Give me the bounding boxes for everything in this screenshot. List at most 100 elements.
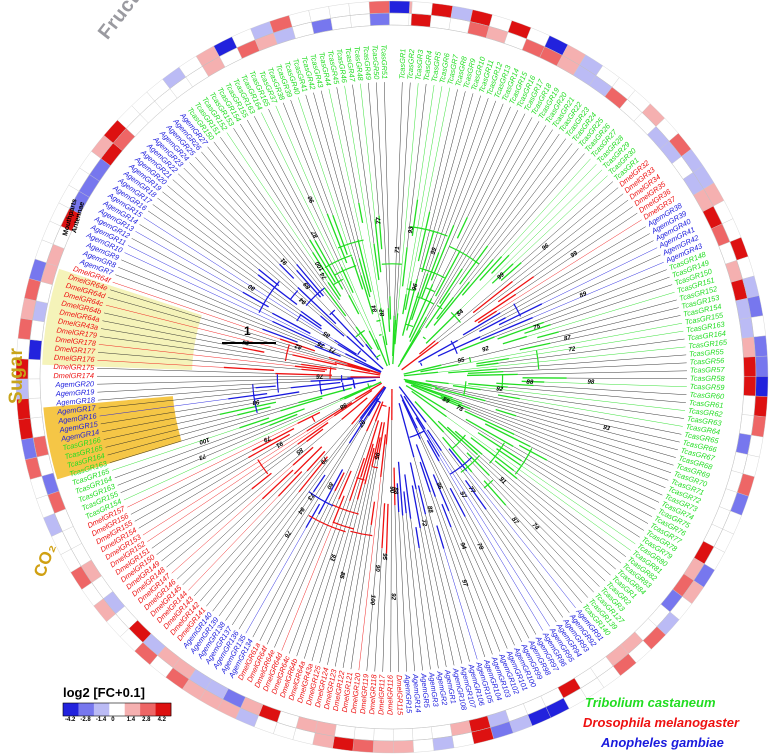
tree-internal-branch xyxy=(290,381,341,389)
heatmap-cell xyxy=(27,378,41,399)
bootstrap-value: 72 xyxy=(420,519,428,528)
bootstrap-value: 72 xyxy=(568,345,576,353)
tree-internal-branch xyxy=(334,362,371,373)
tree-tip-branch xyxy=(425,422,570,613)
tip-label: TcasGR4 xyxy=(421,50,433,81)
tree-node-arc xyxy=(337,239,364,249)
tree-internal-branch xyxy=(472,281,513,314)
tip-label: TcasGR51 xyxy=(379,44,389,79)
tree-internal-branch xyxy=(375,339,388,367)
tip-label: TcasGR62 xyxy=(688,406,723,419)
tree-internal-branch xyxy=(354,382,383,400)
tree-node-arc xyxy=(311,416,316,422)
tree-internal-branch xyxy=(491,263,514,284)
tree-internal-branch xyxy=(425,292,451,329)
bootstrap-value: 73 xyxy=(306,492,316,502)
legend-color-step xyxy=(78,703,95,716)
tree-node-arc xyxy=(374,398,381,404)
bootstrap-value: 87 xyxy=(563,334,572,342)
bootstrap-value: 95 xyxy=(457,356,466,364)
tree-tip-branch xyxy=(459,117,533,251)
tree-tip-branch xyxy=(103,312,293,356)
tree-internal-branch xyxy=(496,448,522,466)
tree-tip-branch xyxy=(480,254,661,338)
tree-tip-branch xyxy=(376,82,389,309)
tree-tip-branch xyxy=(448,383,686,411)
tree-tip-branch xyxy=(470,408,666,488)
tree-tip-branch xyxy=(415,489,455,666)
tree-tip-branch xyxy=(500,226,646,314)
tree-tip-branch xyxy=(290,99,334,216)
tree-tip-branch xyxy=(432,106,511,285)
tip-label: TcasGR60 xyxy=(689,390,725,401)
tree-internal-branch xyxy=(418,340,436,355)
tree-internal-branch xyxy=(480,316,533,341)
bootstrap-value: 99 xyxy=(429,246,438,255)
heatmap-cell xyxy=(753,335,768,357)
bootstrap-value: 71 xyxy=(394,246,401,254)
tree-node-arc xyxy=(333,521,355,530)
tree-internal-branch xyxy=(358,258,371,298)
tree-internal-branch xyxy=(420,364,459,373)
tree-internal-branch xyxy=(495,408,517,417)
tree-internal-branch xyxy=(332,214,348,256)
tree-internal-branch xyxy=(319,379,376,392)
tree-internal-branch xyxy=(374,218,382,273)
tree-tip-branch xyxy=(520,465,636,545)
legend-tick-label: -4.2 xyxy=(65,717,76,723)
tree-tip-branch xyxy=(438,199,629,343)
tree-tip-branch xyxy=(459,441,606,582)
tree-node-arc xyxy=(355,329,365,338)
tree-internal-branch xyxy=(399,316,427,363)
tree-internal-branch xyxy=(437,420,461,443)
tree-internal-branch xyxy=(466,452,490,476)
tree-internal-branch xyxy=(420,252,440,299)
tree-tip-branch xyxy=(281,523,334,651)
tree-node-arc xyxy=(501,373,504,389)
tree-tip-branch xyxy=(550,284,673,325)
tree-tip-branch xyxy=(394,505,399,672)
tree-internal-branch xyxy=(314,345,341,357)
tree-internal-branch xyxy=(414,401,445,433)
tree-node-arc xyxy=(450,312,461,323)
tree-internal-branch xyxy=(411,199,419,236)
tree-tip-branch xyxy=(544,381,687,388)
tree-tip-branch xyxy=(189,162,332,314)
tree-tip-branch xyxy=(462,403,669,481)
tree-node-arc xyxy=(319,380,323,395)
tree-internal-branch xyxy=(341,397,368,420)
tree-internal-branch xyxy=(364,447,375,485)
legend-tick-label: 4.2 xyxy=(157,717,166,723)
tree-internal-branch xyxy=(367,386,387,417)
tree-internal-branch xyxy=(426,429,442,451)
tree-internal-branch xyxy=(360,275,374,315)
tree-tip-branch xyxy=(102,320,243,349)
tip-label: AgemGR5 xyxy=(419,672,432,709)
tree-tip-branch xyxy=(458,323,683,365)
tree-internal-branch xyxy=(279,263,295,279)
tree-tip-branch xyxy=(508,330,684,359)
tree-internal-branch xyxy=(269,413,298,426)
tree-internal-branch xyxy=(404,380,433,389)
tree-internal-branch xyxy=(411,390,447,418)
tree-internal-branch xyxy=(253,391,300,400)
tree-tip-branch xyxy=(406,86,443,295)
tree-node-arc xyxy=(329,367,332,379)
tree-internal-branch xyxy=(398,386,427,423)
tree-internal-branch xyxy=(349,457,365,501)
tree-internal-branch xyxy=(419,461,431,493)
tree-internal-branch xyxy=(242,347,265,353)
tree-internal-branch xyxy=(521,380,545,383)
bootstrap-value: 90 xyxy=(373,565,381,573)
bootstrap-value: 88 xyxy=(392,487,399,495)
tree-internal-branch xyxy=(259,408,305,426)
tree-internal-branch xyxy=(348,295,360,315)
tree-internal-branch xyxy=(327,282,341,301)
tree-internal-branch xyxy=(442,436,473,473)
tree-internal-branch xyxy=(310,378,353,382)
tip-label: TcasGR5 xyxy=(430,50,443,82)
tree-tip-branch xyxy=(438,100,497,253)
tree-tip-branch xyxy=(220,137,357,327)
bootstrap-value: 98 xyxy=(338,401,348,411)
tip-label: TcasGR3 xyxy=(413,48,425,80)
